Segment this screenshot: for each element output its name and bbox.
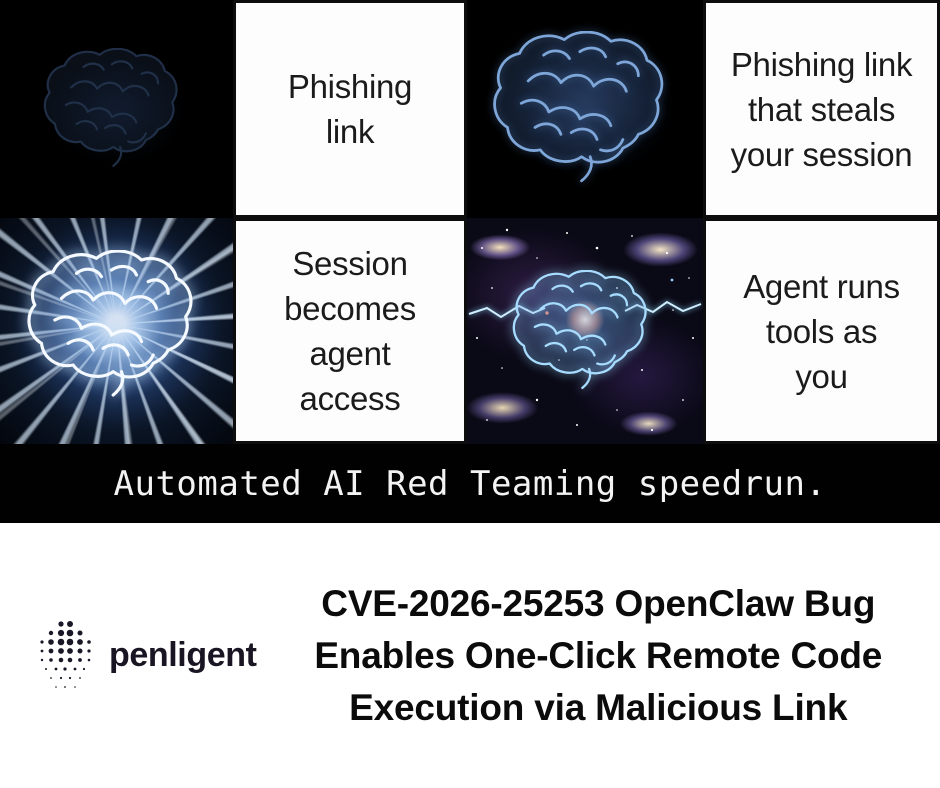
panel-text-line: your session <box>730 135 913 173</box>
penligent-dots-icon <box>40 620 91 688</box>
panel-glowing-brain <box>467 0 703 218</box>
panel-text-phishing-link: Phishing link <box>233 0 467 218</box>
meme-grid: Phishing link Phishing link that steals … <box>0 0 940 444</box>
panel-text-steals-session: Phishing link that steals your session <box>703 0 940 218</box>
panel-radiant-brain <box>0 218 233 444</box>
headline-line-3: Execution via Malicious Link <box>349 686 848 728</box>
brand-name: penligent <box>109 636 257 674</box>
panel-text-agent-access: Session becomes agent access <box>233 218 467 444</box>
headline-line-2: Enables One-Click Remote Code <box>314 634 883 676</box>
panel-text-line: you <box>795 357 848 395</box>
panel-text-line: access <box>299 380 401 417</box>
penligent-logo: penligent <box>34 617 257 695</box>
meme-caption-bar: Automated AI Red Teaming speedrun. <box>0 444 940 523</box>
panel-galaxy-brain <box>467 218 703 444</box>
panel-text-line: Agent runs <box>743 267 900 305</box>
footer: penligent CVE-2026-25253 OpenClaw Bug En… <box>0 523 940 788</box>
glowing-brain-icon <box>494 31 663 182</box>
headline: CVE-2026-25253 OpenClaw Bug Enables One-… <box>257 578 940 734</box>
panel-text-line: that steals <box>747 90 896 128</box>
meme-caption: Automated AI Red Teaming speedrun. <box>113 463 827 504</box>
panel-dim-brain <box>0 0 233 218</box>
panel-text-line: Phishing link <box>730 45 913 83</box>
panel-text-line: Session <box>292 245 408 282</box>
panel-text-line: tools as <box>765 312 878 350</box>
panel-text-agent-runs-tools: Agent runs tools as you <box>703 218 940 444</box>
panel-text-line: Phishing <box>287 68 413 105</box>
panel-text-line: agent <box>309 335 391 372</box>
headline-line-1: CVE-2026-25253 OpenClaw Bug <box>321 582 876 624</box>
panel-text-line: link <box>325 113 375 150</box>
galaxy-brain-icon <box>513 270 646 389</box>
panel-text-line: becomes <box>284 290 416 327</box>
radiant-brain-icon <box>28 250 192 396</box>
dim-brain-icon <box>44 48 177 167</box>
